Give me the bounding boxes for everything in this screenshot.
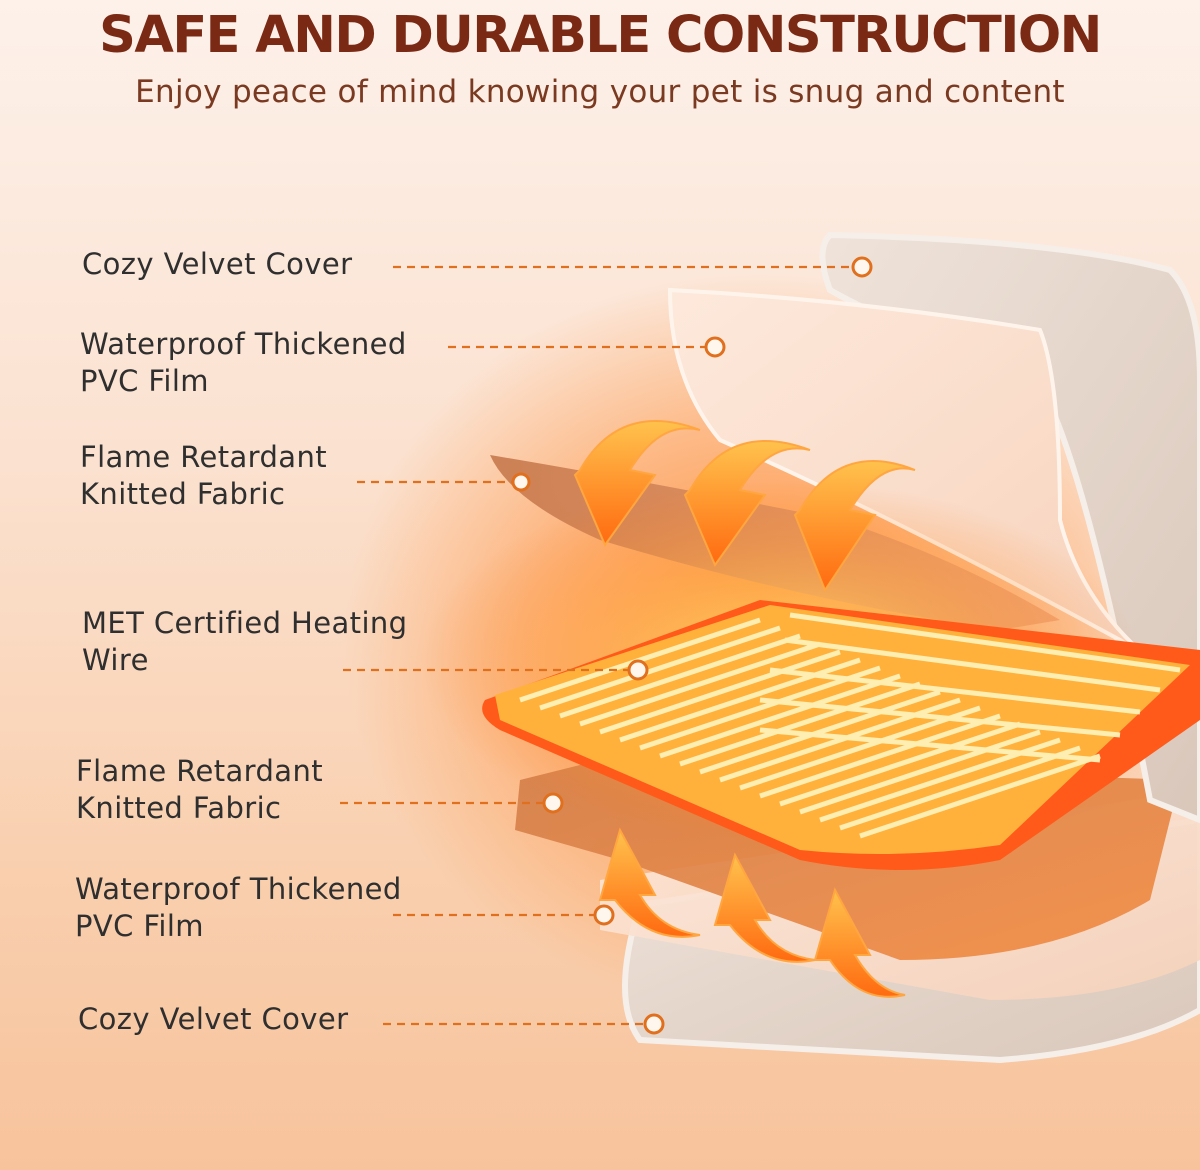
anchor-dot <box>627 659 649 681</box>
arrow-down-icon <box>793 460 916 593</box>
label-knitted-fabric-bottom: Flame Retardant Knitted Fabric <box>76 754 323 825</box>
heat-arrows-down <box>573 420 916 593</box>
anchor-dot <box>643 1013 665 1035</box>
anchor-dot <box>851 256 873 278</box>
label-velvet-cover-bottom: Cozy Velvet Cover <box>78 1002 349 1036</box>
label-heating-wire: MET Certified Heating Wire <box>82 606 408 677</box>
label-pvc-film-top: Waterproof Thickened PVC Film <box>80 327 407 398</box>
arrow-up-icon <box>598 827 701 938</box>
page-subtitle: Enjoy peace of mind knowing your pet is … <box>135 74 1065 110</box>
anchor-dot <box>593 904 615 926</box>
heating-wire-icon <box>519 612 1181 839</box>
anchor-dot <box>542 792 564 814</box>
heat-arrows-up <box>598 827 906 998</box>
arrow-down-icon <box>683 440 811 568</box>
label-knitted-fabric-top: Flame Retardant Knitted Fabric <box>80 440 327 511</box>
arrow-up-icon <box>813 887 906 998</box>
arrow-down-icon <box>573 420 701 548</box>
anchor-dot <box>704 336 726 358</box>
anchor-dot <box>511 472 531 492</box>
page-title: SAFE AND DURABLE CONSTRUCTION <box>99 6 1102 65</box>
label-pvc-film-bottom: Waterproof Thickened PVC Film <box>75 872 402 943</box>
label-velvet-cover-top: Cozy Velvet Cover <box>82 247 353 281</box>
